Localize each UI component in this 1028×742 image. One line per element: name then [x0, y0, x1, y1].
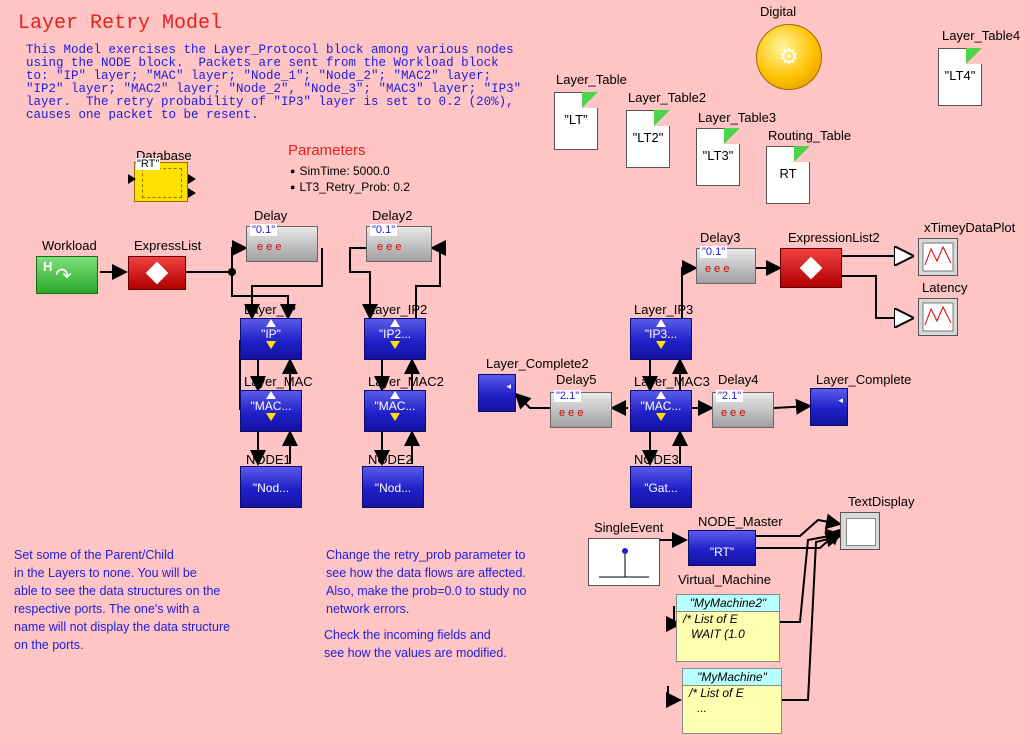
layer-table-block[interactable]: "LT" — [554, 92, 598, 150]
note-middle-2: Check the incoming fields and see how th… — [324, 628, 507, 660]
singleevent-block[interactable] — [588, 538, 660, 586]
delay-block[interactable]: "0.1"e e e — [246, 224, 318, 262]
workload-block[interactable]: H ↷ — [36, 256, 98, 294]
parameters-title: Parameters — [288, 142, 366, 159]
mymachine-line1: /* List of E — [689, 686, 744, 700]
node2-label: NODE2 — [368, 452, 413, 467]
routing-table-block[interactable]: RT — [766, 146, 810, 204]
mymachine-header: "MyMachine" — [683, 669, 781, 686]
mymachine2-line1: /* List of E — [683, 612, 738, 626]
event-pulse-icon — [599, 548, 649, 578]
xtimeydataplot-label: xTimeyDataPlot — [924, 220, 1016, 235]
delay3-block[interactable]: "0.1"e e e — [696, 246, 756, 284]
layer-complete2-block[interactable]: ◂ — [478, 374, 516, 412]
layer-mac-block[interactable]: "MAC... — [240, 390, 302, 432]
delay4-block[interactable]: "2.1"e e e — [712, 390, 774, 428]
layer-mac2-block[interactable]: "MAC... — [364, 390, 426, 432]
layer-ip2-block[interactable]: "IP2... — [364, 318, 426, 360]
layer-mac3-block[interactable]: "MAC... — [630, 390, 692, 432]
diamond-icon — [799, 256, 823, 280]
workload-h-icon: H — [43, 259, 53, 274]
layer-table-label: Layer_Table — [556, 72, 627, 87]
model-description: This Model exercises the Layer_Protocol … — [26, 43, 522, 122]
page-fold-icon — [654, 110, 670, 126]
plot-icon — [922, 302, 954, 332]
textdisplay-block[interactable] — [840, 512, 880, 550]
node2-block[interactable]: "Nod... — [362, 466, 424, 508]
singleevent-label: SingleEvent — [594, 520, 664, 535]
layer-complete2-label: Layer_Complete2 — [486, 356, 589, 371]
mymachine-line2: ... — [697, 701, 708, 715]
page-title: Layer Retry Model — [18, 12, 223, 35]
delay2-label: Delay2 — [372, 208, 413, 223]
node1-block[interactable]: "Nod... — [240, 466, 302, 508]
digital-block[interactable]: ⚙ — [756, 24, 822, 90]
expressionlist2-label: ExpressionList2 — [788, 230, 880, 245]
delay-label: Delay — [254, 208, 288, 223]
layer-table2-label: Layer_Table2 — [628, 90, 707, 105]
node-master-label: NODE_Master — [698, 514, 783, 529]
mymachine2-block[interactable]: "MyMachine2" /* List of E WAIT (1.0 — [676, 594, 780, 662]
expressionlist2-block[interactable] — [780, 248, 842, 288]
virtual-machine-label: Virtual_Machine — [678, 572, 771, 587]
node3-block[interactable]: "Gat... — [630, 466, 692, 508]
layer-mac2-label: Layer_MAC2 — [368, 374, 444, 389]
textdisplay-label: TextDisplay — [848, 494, 915, 509]
page-fold-icon — [966, 48, 982, 64]
delay2-block[interactable]: "0.1"e e e — [366, 224, 432, 262]
mymachine2-header: "MyMachine2" — [677, 595, 779, 612]
curve-arrow-icon: ↷ — [55, 265, 72, 287]
layer-complete-label: Layer_Complete — [816, 372, 912, 387]
param-simtime[interactable]: SimTime: 5000.0 — [290, 164, 389, 178]
xtimeydataplot-block[interactable] — [918, 238, 958, 276]
digital-label: Digital — [760, 4, 797, 19]
expresslist-block[interactable] — [128, 256, 186, 290]
mymachine2-line2: WAIT (1.0 — [691, 627, 745, 641]
note-left: Set some of the Parent/Child in the Laye… — [14, 548, 231, 652]
param-retry-prob[interactable]: LT3_Retry_Prob: 0.2 — [290, 180, 410, 194]
latency-label: Latency — [922, 280, 968, 295]
plot-icon — [922, 242, 954, 272]
database-value: "RT" — [136, 158, 161, 170]
layer-complete-block[interactable]: ◂ — [810, 388, 848, 426]
workload-label: Workload — [42, 238, 97, 253]
gears-icon: ⚙ — [779, 44, 799, 69]
note-middle-1: Change the retry_prob parameter to see h… — [326, 548, 527, 616]
database-block[interactable]: "RT" — [128, 158, 196, 204]
latency-block[interactable] — [918, 298, 958, 336]
expresslist-label: ExpressList — [134, 238, 202, 253]
node-master-block[interactable]: "RT" — [688, 530, 756, 566]
page-fold-icon — [794, 146, 810, 162]
layer-ip-block[interactable]: "IP" — [240, 318, 302, 360]
delay3-label: Delay3 — [700, 230, 741, 245]
layer-ip-label: Layer_IP — [244, 302, 297, 317]
node3-label: NODE3 — [634, 452, 679, 467]
layer-ip2-label: Layer_IP2 — [368, 302, 428, 317]
layer-table2-block[interactable]: "LT2" — [626, 110, 670, 168]
delay5-block[interactable]: "2.1"e e e — [550, 390, 612, 428]
delay4-label: Delay4 — [718, 372, 759, 387]
layer-mac3-label: Layer_MAC3 — [634, 374, 710, 389]
node1-label: NODE1 — [246, 452, 291, 467]
layer-table4-block[interactable]: "LT4" — [938, 48, 982, 106]
layer-ip3-label: Layer_IP3 — [634, 302, 694, 317]
delay5-label: Delay5 — [556, 372, 597, 387]
layer-table3-label: Layer_Table3 — [698, 110, 777, 125]
mymachine-block[interactable]: "MyMachine" /* List of E ... — [682, 668, 782, 734]
layer-ip3-block[interactable]: "IP3... — [630, 318, 692, 360]
page-fold-icon — [724, 128, 740, 144]
layer-table3-block[interactable]: "LT3" — [696, 128, 740, 186]
layer-table4-label: Layer_Table4 — [942, 28, 1021, 43]
routing-table-label: Routing_Table — [768, 128, 852, 143]
diamond-icon — [145, 261, 169, 285]
layer-mac-label: Layer_MAC — [244, 374, 313, 389]
page-fold-icon — [582, 92, 598, 108]
